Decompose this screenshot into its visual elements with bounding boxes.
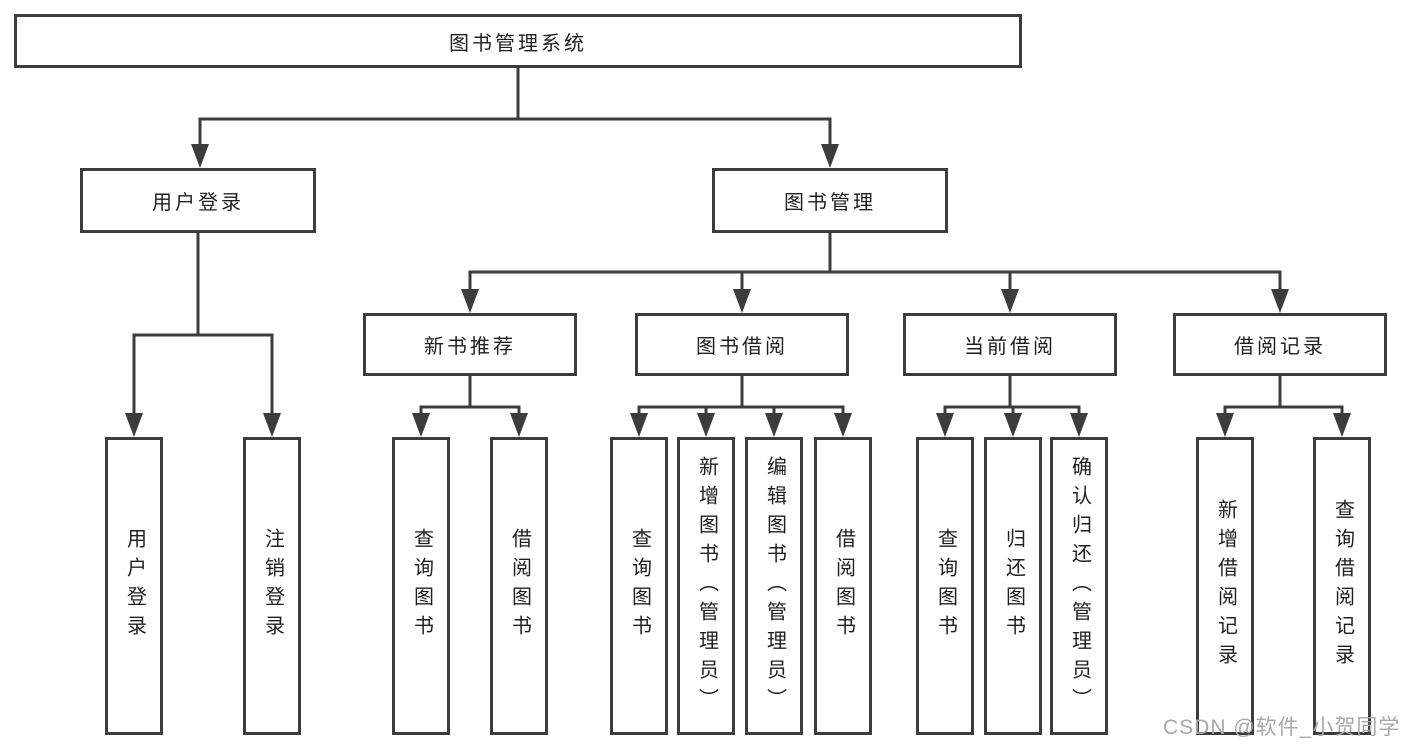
node-book-borrowing-label: 图书借阅 xyxy=(696,336,788,358)
leaf-logout: 注销登录 xyxy=(243,437,301,735)
leaf-edit-book-admin-label: 编辑图书（管理员） xyxy=(763,455,786,717)
node-borrowing-records-label: 借阅记录 xyxy=(1234,336,1326,358)
arrow-icon xyxy=(1001,289,1019,313)
leaf-return-book-label: 归还图书 xyxy=(1002,528,1025,644)
arrow-icon xyxy=(1004,413,1022,437)
arrow-icon xyxy=(1271,289,1289,313)
edge-bookborrow-to-leaves xyxy=(637,376,845,417)
node-book-management: 图书管理 xyxy=(712,168,948,233)
leaf-add-book-admin-label: 新增图书（管理员） xyxy=(695,455,718,717)
arrow-icon xyxy=(697,413,715,437)
arrow-icon xyxy=(263,413,281,437)
arrowheads xyxy=(125,144,1351,437)
node-new-book-recommendation-label: 新书推荐 xyxy=(424,336,516,358)
arrow-icon xyxy=(191,144,209,168)
leaf-query-books-current-label: 查询图书 xyxy=(934,528,957,644)
arrow-icon xyxy=(821,144,839,168)
edge-currentborrow-to-leaves xyxy=(943,376,1081,417)
arrow-icon xyxy=(765,413,783,437)
leaf-add-book-admin: 新增图书（管理员） xyxy=(677,437,735,735)
arrow-icon xyxy=(412,413,430,437)
node-root: 图书管理系统 xyxy=(14,14,1022,68)
leaf-query-borrow-record-label: 查询借阅记录 xyxy=(1331,499,1354,673)
node-root-label: 图书管理系统 xyxy=(449,32,587,55)
leaf-borrow-books-borrow: 借阅图书 xyxy=(814,437,872,735)
arrow-icon xyxy=(936,413,954,437)
node-current-borrowing: 当前借阅 xyxy=(903,313,1117,376)
leaf-new-borrow-record-label: 新增借阅记录 xyxy=(1214,499,1237,673)
arrow-icon xyxy=(1333,413,1351,437)
leaf-query-books-current: 查询图书 xyxy=(916,437,974,735)
node-book-borrowing: 图书借阅 xyxy=(635,313,849,376)
leaf-confirm-return-admin-label: 确认归还（管理员） xyxy=(1068,455,1091,717)
node-user-login: 用户登录 xyxy=(80,168,316,233)
leaf-query-books-rec: 查询图书 xyxy=(392,437,450,735)
edge-newbookrec-to-leaves xyxy=(419,376,521,417)
arrow-icon xyxy=(630,413,648,437)
arrow-icon xyxy=(1070,413,1088,437)
edge-root-to-level2 xyxy=(198,68,832,148)
arrow-icon xyxy=(834,413,852,437)
connector-strokes xyxy=(132,68,1344,417)
edge-borrowrecords-to-leaves xyxy=(1223,376,1344,417)
arrow-icon xyxy=(461,289,479,313)
leaf-query-books-rec-label: 查询图书 xyxy=(410,528,433,644)
leaf-borrow-books-rec: 借阅图书 xyxy=(490,437,548,735)
leaf-confirm-return-admin: 确认归还（管理员） xyxy=(1050,437,1108,735)
node-current-borrowing-label: 当前借阅 xyxy=(964,336,1056,358)
node-borrowing-records: 借阅记录 xyxy=(1173,313,1387,376)
leaf-return-book: 归还图书 xyxy=(984,437,1042,735)
node-user-login-label: 用户登录 xyxy=(152,192,244,214)
arrow-icon xyxy=(1216,413,1234,437)
leaf-user-login: 用户登录 xyxy=(105,437,163,735)
arrow-icon xyxy=(733,289,751,313)
leaf-query-borrow-record: 查询借阅记录 xyxy=(1313,437,1371,735)
leaf-logout-label: 注销登录 xyxy=(261,528,284,644)
edge-userlogin-to-leaves xyxy=(132,233,274,417)
arrow-icon xyxy=(510,413,528,437)
leaf-borrow-books-borrow-label: 借阅图书 xyxy=(832,528,855,644)
leaf-query-books-borrow-label: 查询图书 xyxy=(628,528,651,644)
node-book-management-label: 图书管理 xyxy=(784,192,876,214)
arrow-icon xyxy=(125,413,143,437)
leaf-new-borrow-record: 新增借阅记录 xyxy=(1196,437,1254,735)
leaf-edit-book-admin: 编辑图书（管理员） xyxy=(745,437,803,735)
leaf-borrow-books-rec-label: 借阅图书 xyxy=(508,528,531,644)
leaf-user-login-label: 用户登录 xyxy=(123,528,146,644)
edge-bookmgmt-to-level3 xyxy=(468,233,1282,293)
csdn-watermark: CSDN @软件_小贺同学 xyxy=(1163,716,1401,739)
node-new-book-recommendation: 新书推荐 xyxy=(363,313,577,376)
leaf-query-books-borrow: 查询图书 xyxy=(610,437,668,735)
